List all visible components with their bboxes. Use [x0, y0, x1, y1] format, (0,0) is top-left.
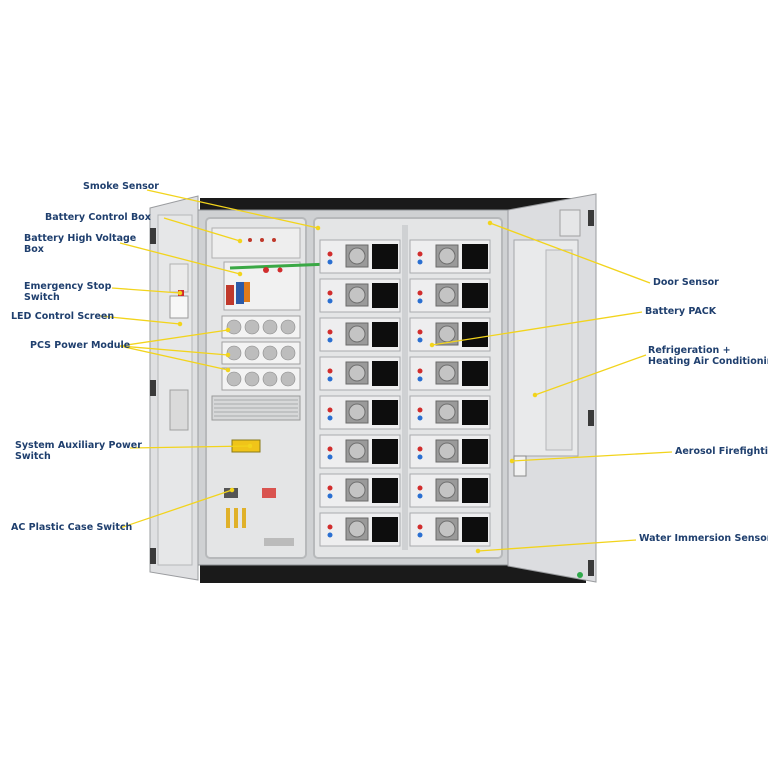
aerosol-unit — [513, 455, 527, 477]
pack-panel — [372, 322, 398, 347]
leader-lines — [99, 189, 673, 554]
pack-panel — [462, 322, 488, 347]
hv-terminal-blue — [236, 282, 244, 304]
label-led-control-screen: LED Control Screen — [11, 311, 115, 322]
pack-panel — [372, 361, 398, 386]
cabinet-plinth — [200, 565, 586, 583]
battery-pack — [319, 512, 401, 547]
label-smoke-sensor: Smoke Sensor — [83, 181, 159, 192]
pack-panel — [462, 361, 488, 386]
battery-pack — [409, 473, 491, 508]
label-emergency-stop-line1: Emergency Stop — [24, 281, 112, 292]
label-sys-aux-line1: System Auxiliary Power — [15, 440, 142, 451]
bottom-terminals — [226, 508, 246, 528]
battery-packs — [319, 239, 491, 547]
center-divider — [402, 225, 408, 550]
label-aerosol: Aerosol Firefighting — [675, 446, 768, 457]
pack-panel — [462, 439, 488, 464]
pack-panel — [462, 478, 488, 503]
label-ac-plastic-case: AC Plastic Case Switch — [11, 522, 133, 533]
battery-pack — [319, 317, 401, 352]
label-emergency-stop-line2: Switch — [24, 292, 60, 303]
pack-panel — [372, 478, 398, 503]
pack-panel — [372, 283, 398, 308]
emergency-stop-button — [263, 267, 269, 273]
battery-pack — [409, 356, 491, 391]
label-refrigeration-line2: Heating Air Conditioning — [648, 356, 768, 367]
pcs-power-modules — [221, 315, 301, 391]
battery-pack — [409, 317, 491, 352]
battery-pack — [319, 278, 401, 313]
label-door-sensor: Door Sensor — [653, 277, 719, 288]
pack-panel — [372, 439, 398, 464]
pack-panel — [462, 244, 488, 269]
label-battery-hv-box-line2: Box — [24, 244, 44, 255]
ac-case-switch — [224, 488, 238, 498]
label-sys-aux-line2: Switch — [15, 451, 51, 462]
battery-pack — [409, 239, 491, 274]
battery-pack — [319, 473, 401, 508]
label-refrigeration-line1: Refrigeration + — [648, 345, 731, 356]
pack-panel — [372, 244, 398, 269]
hv-terminal-red — [226, 285, 234, 305]
hv-terminal-orange — [244, 282, 250, 302]
pack-panel — [372, 400, 398, 425]
pack-panel — [372, 517, 398, 542]
label-battery-control-box: Battery Control Box — [45, 212, 151, 223]
battery-control-box — [211, 227, 301, 259]
right-door — [507, 193, 597, 583]
battery-pack — [319, 356, 401, 391]
battery-pack — [319, 239, 401, 274]
battery-pack — [409, 395, 491, 430]
battery-pack — [409, 278, 491, 313]
pack-panel — [462, 517, 488, 542]
label-battery-pack: Battery PACK — [645, 306, 717, 317]
battery-pack — [319, 395, 401, 430]
led-control-screen — [169, 295, 189, 319]
battery-pack — [409, 434, 491, 469]
label-battery-hv-box-line1: Battery High Voltage — [24, 233, 137, 244]
pack-panel — [462, 400, 488, 425]
pack-panel — [462, 283, 488, 308]
label-pcs-power-module: PCS Power Module — [30, 340, 131, 351]
label-water-immersion: Water Immersion Sensor — [639, 533, 768, 544]
left-door — [149, 195, 199, 581]
battery-pack — [319, 434, 401, 469]
battery-pack — [409, 512, 491, 547]
